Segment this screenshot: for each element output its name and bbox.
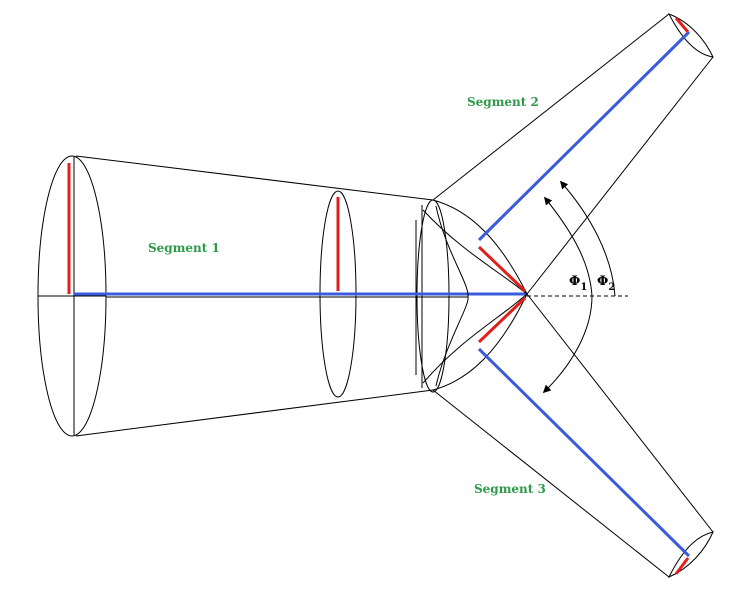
segment-3-axis (477, 347, 691, 558)
phi1-arc-arrow (542, 196, 593, 394)
segment-1-label: Segment 1 (148, 241, 220, 255)
segment-1-bottom-edge (75, 389, 434, 437)
segment-1 (37, 155, 527, 437)
segment-2-radius-marker-start (477, 245, 527, 293)
junction-upper-blend (432, 199, 528, 295)
segment-3-upper-edge (526, 293, 714, 533)
phi2-arc-arrow (559, 180, 616, 297)
junction (422, 199, 528, 391)
segment-2-label: Segment 2 (467, 95, 539, 109)
segment-2 (432, 13, 714, 295)
segment-3-radius-marker-end (674, 557, 690, 575)
segment-2-end-cap (667, 13, 714, 58)
segment-2-radius-marker-end (674, 17, 690, 33)
segment-2-lower-edge (526, 56, 714, 295)
segment-2-upper-edge (432, 13, 670, 201)
phi1-label: Φ1 (569, 274, 587, 293)
segment-2-axis (477, 30, 691, 242)
junction-upper-fold (422, 209, 528, 295)
segment-3 (432, 293, 714, 578)
segment-3-lower-edge (432, 389, 670, 578)
junction-upper-inner (435, 205, 469, 298)
junction-lower-blend (432, 293, 528, 391)
segment-1-top-edge (75, 155, 434, 201)
segment-3-end-cap (667, 531, 714, 578)
junction-lower-inner (435, 296, 469, 387)
segment-3-label: Segment 3 (474, 482, 546, 496)
angle-annotations: Φ1 Φ2 (527, 180, 628, 394)
junction-lower-fold (422, 293, 528, 384)
segment-3-radius-marker-start (477, 296, 527, 344)
phi2-label: Φ2 (597, 274, 615, 293)
